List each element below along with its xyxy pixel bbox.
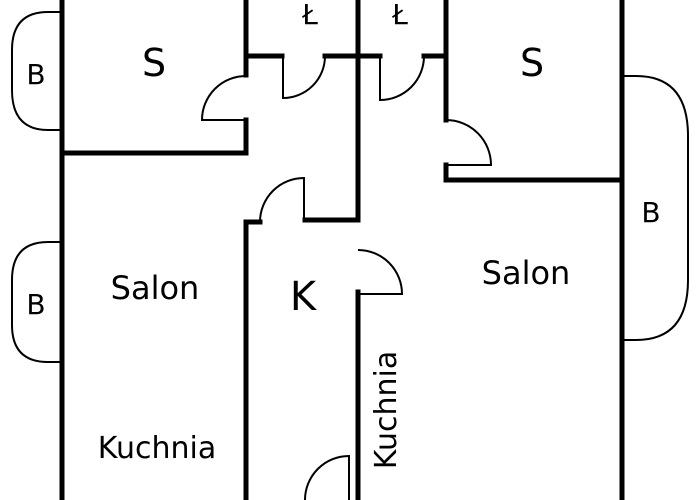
door-bathroom-left [282,55,326,100]
bathroom-right-label: Ł [391,0,408,31]
door-kitchen-bottom [304,454,350,500]
bathroom-left-label: Ł [301,0,318,31]
door-bedroom-left [200,75,247,121]
corridor-label: K [290,274,318,320]
walls [59,0,625,500]
balcony-right [622,75,689,341]
door-corridor-top [259,176,305,223]
balcony-top-left-label: B [26,58,45,91]
kitchen-left-label: Kuchnia [98,431,216,466]
doors [200,55,493,500]
bedroom-left-label: S [142,41,166,85]
kitchen-middle-label: Kuchnia [369,351,404,469]
balcony-mid-left-label: B [26,288,45,321]
balcony-right-label: B [641,196,660,229]
balconies [11,11,689,363]
bedroom-right-label: S [520,41,544,85]
door-bedroom-right [445,119,493,166]
living-right-label: Salon [482,254,571,292]
balcony-top-left [11,11,62,131]
door-salon-right [357,249,404,295]
balcony-mid-left [11,241,62,363]
living-left-label: Salon [111,269,200,307]
door-bathroom-right [379,55,425,102]
